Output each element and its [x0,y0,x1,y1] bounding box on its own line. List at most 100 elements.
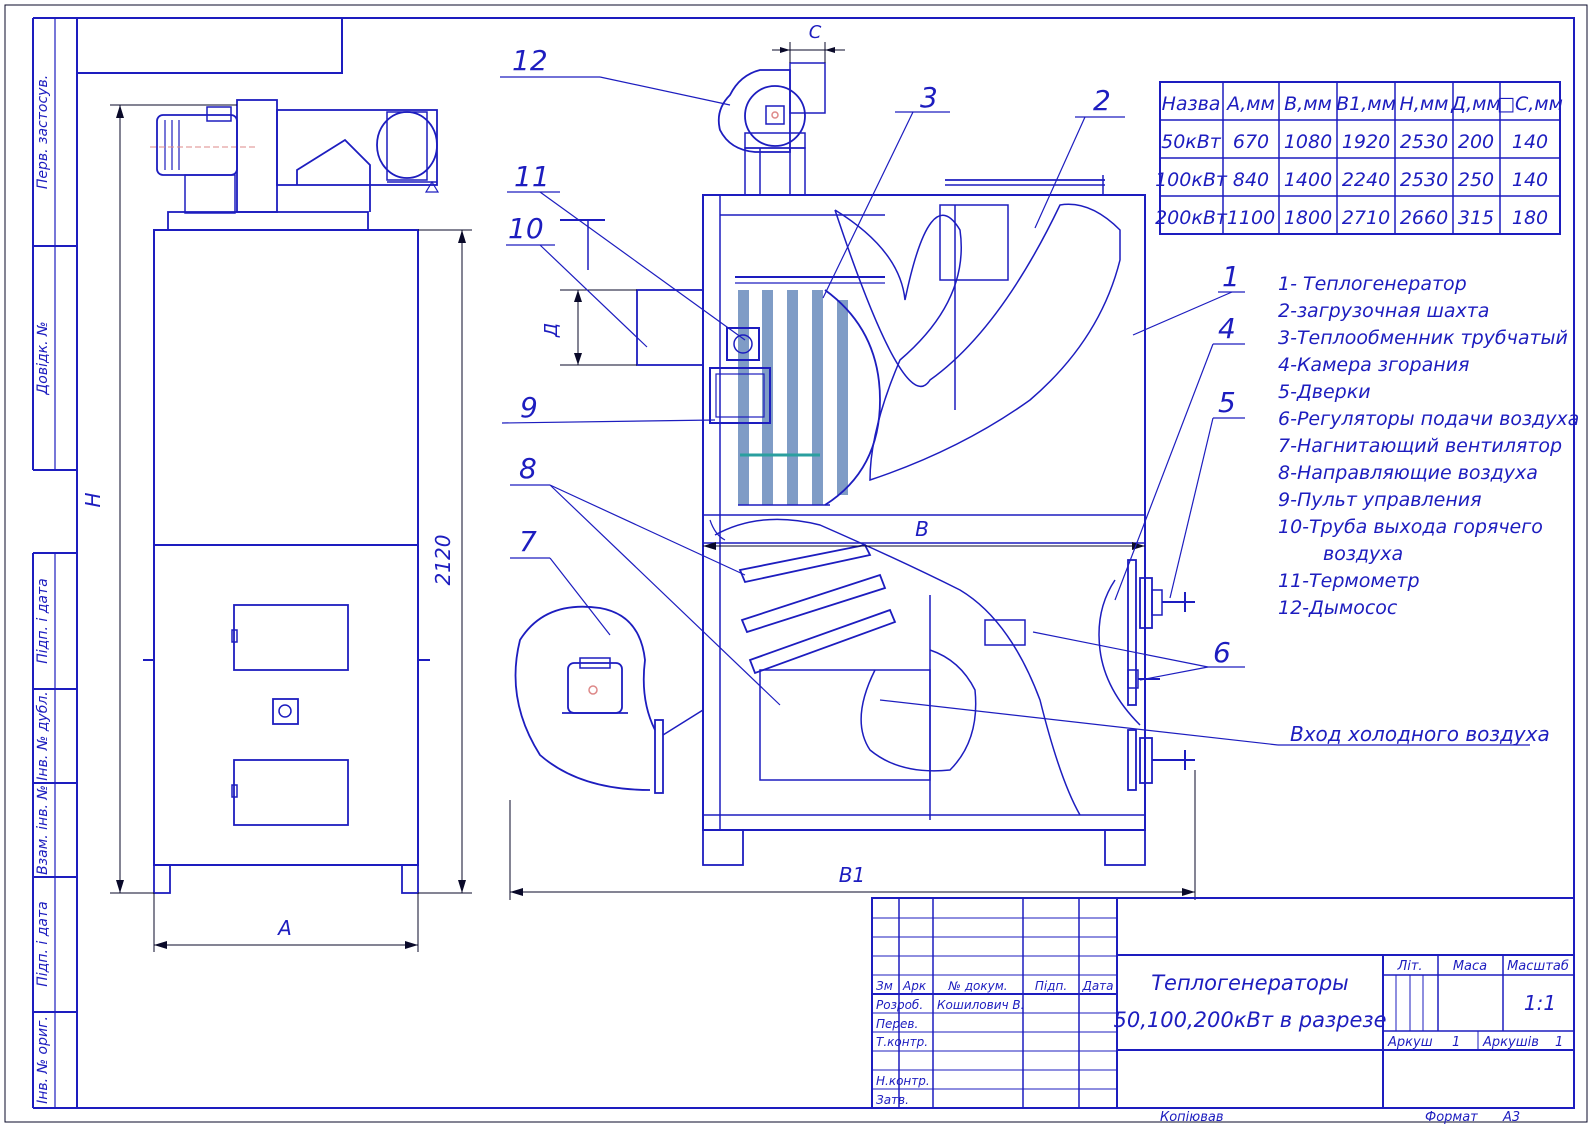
tb-title-line-2: 50,100,200кВт в разрезе [1114,1008,1387,1032]
tb-lit-label: Літ. [1396,959,1422,974]
dim-2120-label: 2120 [431,535,455,586]
tb-sheets-no: 1 [1555,1035,1563,1050]
leader-lines [500,76,1530,746]
legend-item: 11-Термометр [1278,570,1420,592]
stamp-sign-date-1: Підп. і дата [35,578,51,663]
stamp-first-use: Перв. застосув. [35,75,51,189]
stamp-reference: Довідк. № [35,321,51,395]
tb-sheet-no: 1 [1452,1035,1460,1050]
table-cell: 200кВт [1155,207,1228,229]
side-stamp: Перв. застосув. Довідк. № Підп. і дата І… [35,75,51,1104]
tb-title-line-1: Теплогенераторы [1151,971,1349,995]
section-view: C [500,22,1550,900]
callout-10: 10 [508,212,544,245]
table-header-b: В,мм [1284,93,1332,115]
table-cell: 2710 [1342,207,1390,229]
title-block: Зм Арк № докум. Підп. Дата Розроб. Перев… [871,897,1575,1125]
table-cell: 1400 [1284,169,1332,191]
stamp-replace-inv: Взам. інв. № [35,785,51,875]
stamp-dup-inv: Інв. № дубл. [35,691,51,780]
tb-mass-label: Маса [1453,959,1487,974]
table-cell: 1080 [1284,131,1332,153]
table-cell: 250 [1458,169,1494,191]
dim-d-label: Д [541,323,562,338]
table-cell: 670 [1233,131,1269,153]
table-header-b1: В1,мм [1336,93,1396,115]
legend-item: 9-Пульт управления [1278,489,1482,511]
tb-header-change: Зм [876,979,893,993]
stamp-sign-date-2: Підп. і дата [35,901,51,986]
tb-header-sheet: Арк [902,979,927,993]
callout-7: 7 [519,525,537,558]
table-cell: 1100 [1227,207,1275,229]
tb-role-approved: Затв. [876,1093,909,1107]
legend: 1- Теплогенератор 2-загрузочная шахта 3-… [1278,273,1579,619]
legend-item: 2-загрузочная шахта [1278,300,1489,322]
callout-1: 1 [1222,260,1240,293]
callout-6: 6 [1213,636,1231,669]
table-cell: 140 [1512,131,1548,153]
table-cell: 100кВт [1155,169,1228,191]
table-cell: 2530 [1400,131,1448,153]
dim-a-label: A [276,916,292,940]
table-cell: 180 [1512,207,1548,229]
callout-11: 11 [514,160,550,193]
dim-h-label: H [81,492,105,507]
tb-scale-value: 1:1 [1524,991,1556,1015]
table-header-d: Д,мм [1450,93,1501,115]
dim-c-label: C [809,22,822,43]
dim-b1-label: B1 [839,863,865,887]
stamp-orig-inv: Інв. № ориг. [35,1016,51,1104]
sheet-frame [4,4,1588,1123]
table-header-name: Назва [1162,93,1221,115]
tb-sheets-label: Аркушів [1482,1035,1539,1050]
legend-item: 12-Дымосос [1278,597,1398,619]
tb-copied-label: Копіював [1160,1110,1224,1125]
table-cell: 50кВт [1161,131,1222,153]
callout-5: 5 [1218,386,1236,419]
tb-format-label: Формат [1425,1110,1478,1125]
table-header-h: Н,мм [1400,93,1449,115]
table-header-c: □С,мм [1497,93,1563,115]
callout-2: 2 [1093,84,1111,117]
tb-role-checker: Перев. [876,1017,918,1031]
tb-scale-label: Масштаб [1507,959,1569,974]
tb-role-norm-control: Н.контр. [876,1074,930,1088]
callout-9: 9 [520,391,538,424]
table-cell: 840 [1233,169,1269,191]
legend-item: воздуха [1323,543,1403,565]
table-cell: 1920 [1342,131,1390,153]
dim-b-label: B [915,517,929,541]
spec-table: Назва А,мм В,мм В1,мм Н,мм Д,мм □С,мм 50… [1155,81,1563,235]
table-cell: 315 [1458,207,1494,229]
table-cell: 1800 [1284,207,1332,229]
table-cell: 2660 [1400,207,1448,229]
callout-3: 3 [920,81,938,114]
legend-item: 6-Регуляторы подачи воздуха [1278,408,1579,430]
tb-role-tech-control: Т.контр. [876,1035,928,1049]
front-view: H 2120 A [81,99,472,952]
callouts: 12 3 2 11 10 9 8 7 1 4 5 6 [508,44,1240,669]
legend-item: 8-Направляющие воздуха [1278,462,1538,484]
tb-sheet-label: Аркуш [1387,1035,1433,1050]
table-header-a: А,мм [1225,93,1275,115]
legend-item: 10-Труба выхода горячего [1278,516,1543,538]
callout-4: 4 [1218,312,1236,345]
tb-header-doc: № докум. [947,979,1007,993]
legend-item: 4-Камера згорания [1278,354,1469,376]
cold-air-inlet-label: Вход холодного воздуха [1290,722,1550,746]
tb-header-sign: Підп. [1035,979,1067,993]
callout-8: 8 [519,452,537,485]
legend-item: 5-Дверки [1278,381,1371,403]
callout-12: 12 [512,44,548,77]
tb-developer-name: Кошилович В. [937,998,1024,1012]
table-cell: 2240 [1342,169,1390,191]
legend-item: 1- Теплогенератор [1278,273,1467,295]
table-cell: 200 [1458,131,1494,153]
tb-format-value: А3 [1502,1110,1520,1125]
table-cell: 140 [1512,169,1548,191]
legend-item: 3-Теплообменник трубчатый [1278,327,1568,349]
tb-role-developer: Розроб. [876,998,923,1012]
tb-header-date: Дата [1081,979,1113,993]
